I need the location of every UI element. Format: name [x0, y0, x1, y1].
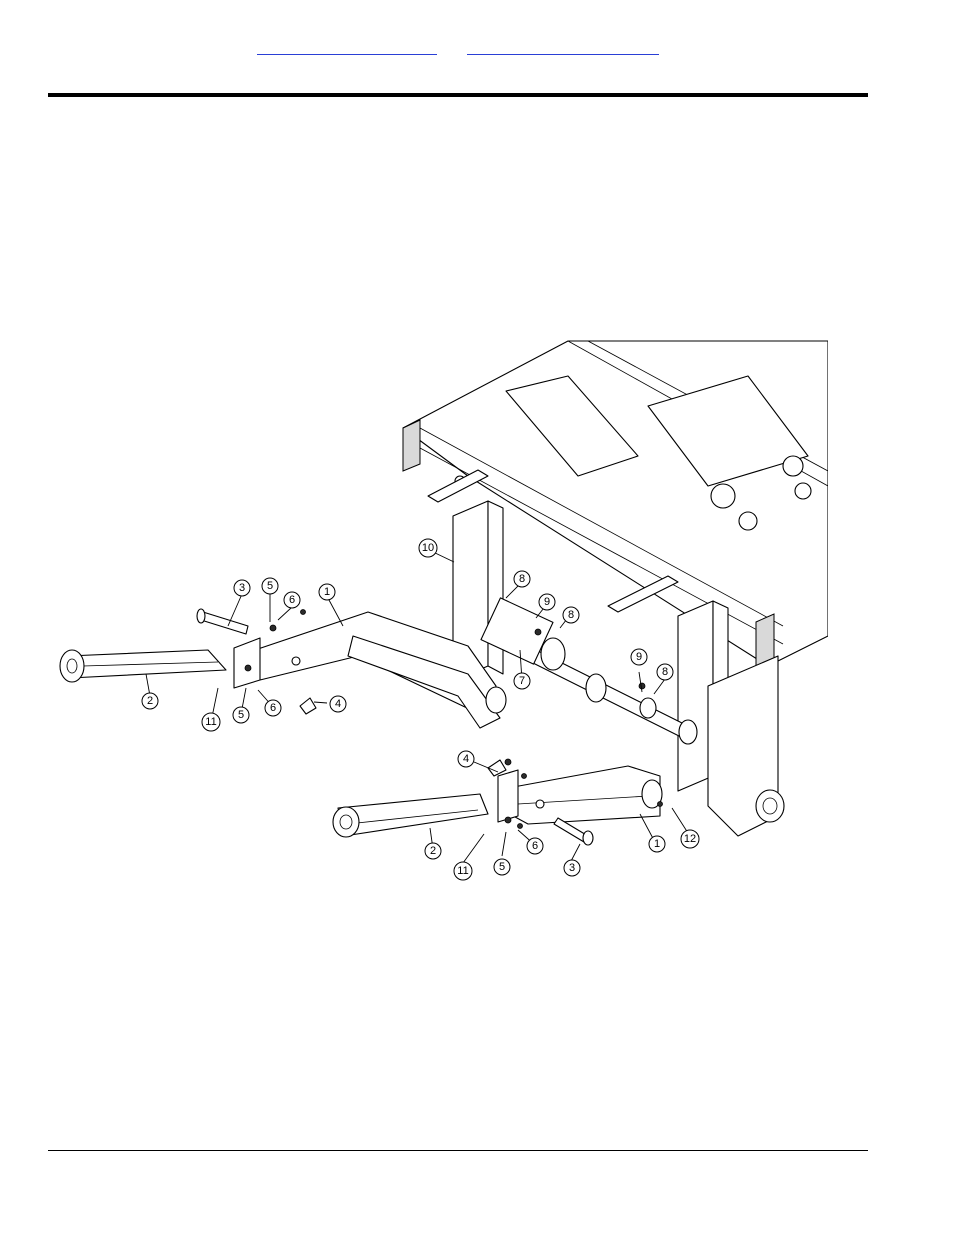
- svg-text:6: 6: [270, 702, 276, 714]
- header-link-1[interactable]: [257, 40, 437, 55]
- svg-text:2: 2: [147, 695, 153, 707]
- callout-10: 10: [419, 539, 437, 557]
- callout-7: 7: [514, 673, 530, 689]
- callout-5-lower: 5: [494, 859, 510, 875]
- svg-text:8: 8: [519, 573, 525, 585]
- callout-8-b: 8: [563, 607, 579, 623]
- callout-9-a: 9: [539, 594, 555, 610]
- callout-11-lower: 11: [454, 862, 472, 880]
- svg-text:7: 7: [519, 675, 525, 687]
- callout-5-upper-b: 5: [233, 707, 249, 723]
- callout-6-upper-b: 6: [265, 700, 281, 716]
- callout-12: 12: [681, 830, 699, 848]
- svg-text:6: 6: [532, 840, 538, 852]
- callout-11-upper: 11: [202, 713, 220, 731]
- svg-text:3: 3: [239, 582, 245, 594]
- svg-text:9: 9: [544, 596, 550, 608]
- parts-diagram: 3 5 6 1 2 4 11 5 6 10 8 9 8 7 9 8 4 2 11…: [48, 336, 828, 884]
- svg-text:5: 5: [267, 580, 273, 592]
- svg-text:9: 9: [636, 651, 642, 663]
- header-rule: [48, 93, 868, 97]
- callout-8-c: 8: [657, 664, 673, 680]
- callout-8-a: 8: [514, 571, 530, 587]
- svg-text:8: 8: [662, 666, 668, 678]
- callout-3-upper: 3: [234, 580, 250, 596]
- callout-1-upper: 1: [319, 584, 335, 600]
- svg-text:1: 1: [324, 586, 330, 598]
- callout-5-upper: 5: [262, 578, 278, 594]
- callout-6-upper: 6: [284, 592, 300, 608]
- svg-text:5: 5: [499, 861, 505, 873]
- svg-text:4: 4: [463, 753, 469, 765]
- callout-9-b: 9: [631, 649, 647, 665]
- callout-4-upper: 4: [330, 696, 346, 712]
- parts-diagram-drawing: 3 5 6 1 2 4 11 5 6 10 8 9 8 7 9 8 4 2 11…: [48, 336, 828, 884]
- callout-2-upper: 2: [142, 693, 158, 709]
- svg-text:2: 2: [430, 845, 436, 857]
- callout-6-lower: 6: [527, 838, 543, 854]
- lower-link-arm: [333, 794, 488, 837]
- upper-link-arm: [60, 650, 226, 682]
- svg-text:1: 1: [654, 838, 660, 850]
- svg-text:6: 6: [289, 594, 295, 606]
- svg-text:5: 5: [238, 709, 244, 721]
- header-link-2[interactable]: [467, 40, 659, 55]
- callout-1-lower: 1: [649, 836, 665, 852]
- svg-text:4: 4: [335, 698, 341, 710]
- svg-text:12: 12: [684, 833, 696, 845]
- callout-2-lower: 2: [425, 843, 441, 859]
- svg-text:8: 8: [568, 609, 574, 621]
- svg-text:11: 11: [205, 716, 216, 728]
- callout-4-lower: 4: [458, 751, 474, 767]
- footer-rule: [48, 1150, 868, 1151]
- svg-text:3: 3: [569, 862, 575, 874]
- callout-3-lower: 3: [564, 860, 580, 876]
- svg-text:11: 11: [457, 865, 468, 877]
- svg-text:10: 10: [422, 542, 434, 554]
